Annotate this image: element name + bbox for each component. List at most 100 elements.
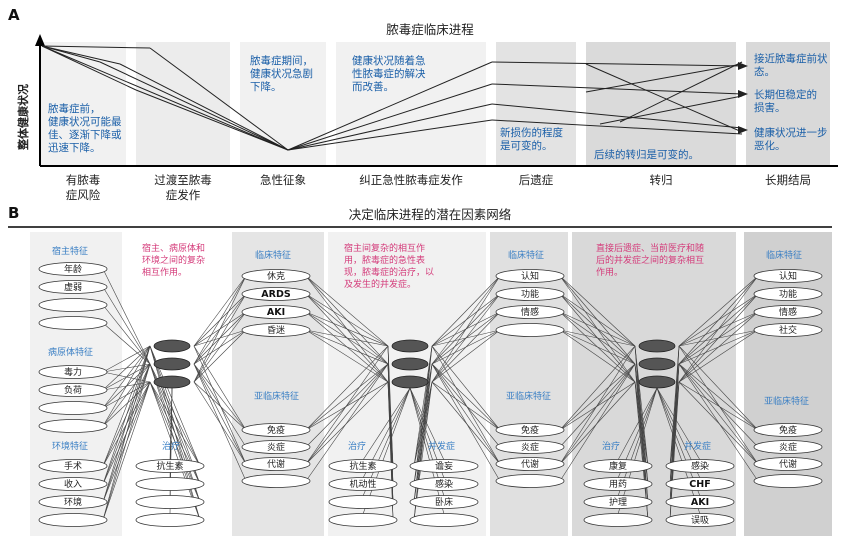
col5-subclinical-node-label: 免疫 <box>521 424 539 436</box>
col7-subclinical-node <box>753 474 823 488</box>
col7-subclinical-node-label: 炎症 <box>779 441 797 453</box>
col3-subclinical-node-label: 炎症 <box>267 441 285 453</box>
svg-text:脓毒症期间，: 脓毒症期间， <box>250 54 313 67</box>
host-node <box>38 280 108 294</box>
stage-label-3: 急性征象 <box>260 173 306 187</box>
svg-text:恶化。: 恶化。 <box>754 139 786 152</box>
col6-treatment-node <box>583 495 653 509</box>
svg-text:是可变的。: 是可变的。 <box>500 139 553 152</box>
annotation-new-damage: 新损伤的程度 是可变的。 <box>500 126 563 152</box>
col3-clinical-node-label: 休克 <box>267 270 285 282</box>
col5-clinical-node <box>495 323 565 337</box>
svg-text:迅速下降。: 迅速下降。 <box>48 141 101 154</box>
col3-clinical-node <box>241 287 311 301</box>
env-node <box>38 495 108 509</box>
col7-subclinical-header: 亚临床特征 <box>764 395 809 407</box>
host-node <box>38 262 108 276</box>
col5-clinical-node <box>495 287 565 301</box>
hub-2-disc-1 <box>391 339 429 353</box>
col3-subclinical-node-label: 代谢 <box>267 458 285 470</box>
col6-treatment-node-label: 用药 <box>609 479 627 490</box>
col4-complication-node-label: 谵妄 <box>435 460 453 472</box>
col4-complication-node-label: 感染 <box>435 478 453 490</box>
hub-3-disc-2 <box>638 357 676 371</box>
band-7 <box>746 42 830 166</box>
col6-treatment-node <box>583 477 653 491</box>
panel-a: A 脓毒症临床进程 整体健康状况 <box>8 6 838 202</box>
svg-text:新损伤的程度: 新损伤的程度 <box>500 126 563 139</box>
col6-text-line: 直接后遗症、当前医疗和随 <box>596 242 704 254</box>
col4-complication-node <box>409 477 479 491</box>
hub-2-disc-2 <box>391 357 429 371</box>
svg-text:脓毒症前，: 脓毒症前， <box>48 102 101 115</box>
pathogen-node <box>38 419 108 433</box>
pathogen-header: 病原体特征 <box>48 346 93 358</box>
col2-text-line: 宿主、病原体和 <box>142 242 205 254</box>
annotation-outcome-2: 长期但稳定的 损害。 <box>754 88 817 114</box>
col4-treatment-header: 治疗 <box>348 440 366 452</box>
col2-treatment-node <box>135 513 205 527</box>
host-node <box>38 316 108 330</box>
col3-subclinical-node <box>241 423 311 437</box>
col7-clinical-node <box>753 305 823 319</box>
panel-b-letter: B <box>8 204 19 222</box>
col7-clinical-node <box>753 287 823 301</box>
stage-label-1: 症风险 <box>66 188 101 202</box>
svg-text:长期但稳定的: 长期但稳定的 <box>754 88 817 101</box>
svg-text:性脓毒症的解决: 性脓毒症的解决 <box>352 67 426 80</box>
col3-subclinical-node <box>241 457 311 471</box>
col5-subclinical-node <box>495 440 565 454</box>
col6-treatment-header: 治疗 <box>602 440 620 452</box>
annotation-later-outcome: 后续的转归是可变的。 <box>594 148 699 161</box>
col6-treatment-node-label: 康复 <box>609 460 627 472</box>
col5-clinical-node-label: 认知 <box>521 270 539 282</box>
col6-complication-node-label: 误吸 <box>691 515 709 526</box>
col3-subclinical-node <box>241 474 311 488</box>
col4-treatment-node <box>328 513 398 527</box>
col7-clinical-node-label: 认知 <box>779 270 797 282</box>
col5-clinical-header: 临床特征 <box>508 249 544 261</box>
col4-text-line: 现，脓毒症的治疗，以 <box>344 266 434 278</box>
annotation-outcome-3: 健康状况进一步 恶化。 <box>754 126 828 152</box>
col7-clinical-node-label: 社交 <box>779 324 797 336</box>
stage-label-2: 症发作 <box>166 188 201 202</box>
col4-treatment-node-label: 机动性 <box>349 478 376 490</box>
band-3 <box>240 42 326 166</box>
col3-clinical-node <box>241 269 311 283</box>
annotation-pre-sepsis: 脓毒症前， 健康状况可能最 佳、逐渐下降或 迅速下降。 <box>48 102 122 154</box>
col7-subclinical-node <box>753 440 823 454</box>
band-6 <box>586 42 736 166</box>
pathogen-node <box>38 365 108 379</box>
col5-clinical-node <box>495 269 565 283</box>
col5-subclinical-node <box>495 474 565 488</box>
panel-b: B 决定临床进程的潜在因素网络 宿主特征年龄虚弱病原体特征毒力负荷环境特征手术收… <box>8 204 832 536</box>
y-axis-label: 整体健康状况 <box>16 84 30 151</box>
col6-treatment-node <box>583 513 653 527</box>
col5-subclinical-node-label: 代谢 <box>521 458 539 470</box>
col6-complication-node <box>665 495 735 509</box>
host-node-label: 年龄 <box>64 263 82 275</box>
env-node <box>38 477 108 491</box>
hub-1-disc-1 <box>153 339 191 353</box>
col5-clinical-node <box>495 305 565 319</box>
col6-complication-node-label: AKI <box>691 497 709 508</box>
panel-b-title: 决定临床进程的潜在因素网络 <box>349 207 512 222</box>
col7-clinical-header: 临床特征 <box>766 249 802 261</box>
band-4 <box>336 42 486 166</box>
col3-clinical-node <box>241 323 311 337</box>
col4-text-line: 用，脓毒症的急性表 <box>344 254 425 266</box>
hub-1-disc-2 <box>153 357 191 371</box>
stage-label-5: 后遗症 <box>519 173 554 187</box>
host-node-label: 虚弱 <box>64 281 82 293</box>
col3-clinical-node-label: AKI <box>267 307 285 318</box>
env-node <box>38 513 108 527</box>
col7-clinical-node <box>753 323 823 337</box>
col4-complication-node <box>409 513 479 527</box>
network-hubs <box>153 339 676 389</box>
svg-text:健康状况随着急: 健康状况随着急 <box>352 54 426 67</box>
col2-text-line: 环境之间的复杂 <box>142 254 205 266</box>
col5-subclinical-node <box>495 457 565 471</box>
col2-text-line: 相互作用。 <box>142 266 187 278</box>
col4-complication-node <box>409 459 479 473</box>
svg-text:态。: 态。 <box>754 65 775 78</box>
